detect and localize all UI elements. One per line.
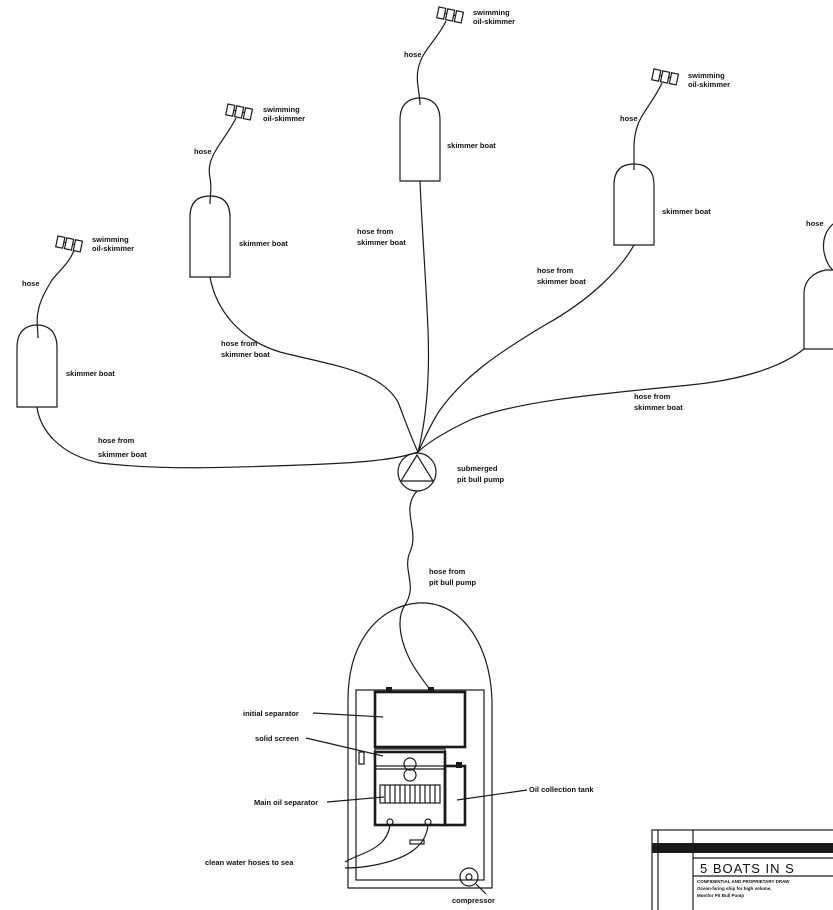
hose-from-skimmer-boat-label: skimmer boat	[98, 450, 147, 459]
collection-ship	[344, 602, 493, 895]
hose-from-pump-label: pit bull pump	[429, 578, 476, 587]
oil-collection-tank-label: Oil collection tank	[529, 785, 594, 794]
skimmer-boat-1	[16, 324, 58, 408]
swimming-skimmer-label: oil-skimmer	[688, 80, 730, 89]
swimming-skimmer-label: swimming	[473, 8, 510, 17]
title-block-line: Monitor Pit Bull Pump	[697, 893, 744, 898]
skimmer-boat-label: skimmer boat	[239, 239, 288, 248]
skimmer-unit-3: swimming oil-skimmer hose skimmer boat	[399, 6, 515, 182]
hose-from-skimmer-boat-label: skimmer boat	[537, 277, 586, 286]
submerged-pit-bull-pump: submerged pit bull pump	[397, 452, 504, 492]
swimming-skimmer-label: swimming	[688, 71, 725, 80]
title-block-line: Ocean-faring ship for high volume,	[697, 886, 772, 891]
drawing-title: 5 BOATS IN S	[700, 861, 795, 876]
pump-label: submerged	[457, 464, 498, 473]
initial-separator-box	[373, 690, 467, 749]
swimming-oil-skimmer-icon	[55, 235, 84, 253]
compressor-icon	[459, 867, 479, 887]
skimmer-unit-2: swimming oil-skimmer hose skimmer boat	[189, 103, 305, 278]
hose-from-skimmer-boat-label: hose from	[634, 392, 671, 401]
skimmer-boat-2	[189, 195, 231, 278]
skimmer-boat-label: skimmer boat	[66, 369, 115, 378]
hose-from-skimmer-boat-label: hose from	[221, 339, 258, 348]
hose-from-pump: hose from pit bull pump	[399, 490, 476, 691]
solid-screen-label: solid screen	[255, 734, 299, 743]
hose-label: hose	[404, 50, 422, 59]
skimmer-unit-1: swimming oil-skimmer hose skimmer boat	[16, 235, 134, 408]
skimmer-boat-4	[613, 163, 655, 246]
skimmer-boat-5	[803, 269, 833, 350]
swimming-oil-skimmer-icon	[651, 68, 680, 86]
hose-from-skimmer-boat-label: hose from	[537, 266, 574, 275]
ship-labels: initial separator solid screen Main oil …	[205, 709, 594, 905]
title-block: 5 BOATS IN S CONFIDENTIAL AND PROPRIETAR…	[651, 829, 833, 910]
swimming-skimmer-label: oil-skimmer	[473, 17, 515, 26]
hose-from-skimmer-boat-label: hose from	[357, 227, 394, 236]
hoses-to-pump: hose from skimmer boat hose from skimmer…	[36, 180, 805, 469]
ship-hull	[347, 602, 493, 889]
swimming-oil-skimmer-icon	[436, 6, 465, 24]
hose-from-skimmer-boat-label: hose from	[98, 436, 135, 445]
title-block-line: CONFIDENTIAL AND PROPRIETARY DRAW	[697, 879, 790, 884]
skimmer-unit-4: swimming oil-skimmer hose skimmer boat	[613, 68, 730, 246]
skimmer-boat-label: skimmer boat	[447, 141, 496, 150]
swimming-oil-skimmer-icon	[225, 103, 254, 121]
ship-inner-deck	[355, 689, 485, 881]
swimming-skimmer-label: oil-skimmer	[92, 244, 134, 253]
initial-separator-label: initial separator	[243, 709, 299, 718]
skimmer-unit-5: hose	[803, 219, 833, 350]
clean-water-hoses-label: clean water hoses to sea	[205, 858, 294, 867]
swimming-skimmer-label: oil-skimmer	[263, 114, 305, 123]
deck-vent	[358, 751, 365, 765]
hose-from-skimmer-boat-label: skimmer boat	[634, 403, 683, 412]
compressor-label: compressor	[452, 896, 495, 905]
hose-from-skimmer-boat-label: skimmer boat	[221, 350, 270, 359]
hose-label: hose	[22, 279, 40, 288]
separator-plates	[379, 784, 441, 804]
title-block-bar	[652, 843, 833, 853]
pump-label: pit bull pump	[457, 475, 504, 484]
skimmer-boat-3	[399, 97, 441, 182]
hose-label: hose	[194, 147, 212, 156]
oil-collection-tank-box	[443, 764, 467, 827]
swimming-skimmer-label: swimming	[92, 235, 129, 244]
swimming-skimmer-label: swimming	[263, 105, 300, 114]
hose-from-pump-label: hose from	[429, 567, 466, 576]
skimmer-boat-label: skimmer boat	[662, 207, 711, 216]
main-oil-separator-label: Main oil separator	[254, 798, 318, 807]
hose-label: hose	[620, 114, 638, 123]
hose-from-skimmer-boat-label: skimmer boat	[357, 238, 406, 247]
hose-label: hose	[806, 219, 824, 228]
